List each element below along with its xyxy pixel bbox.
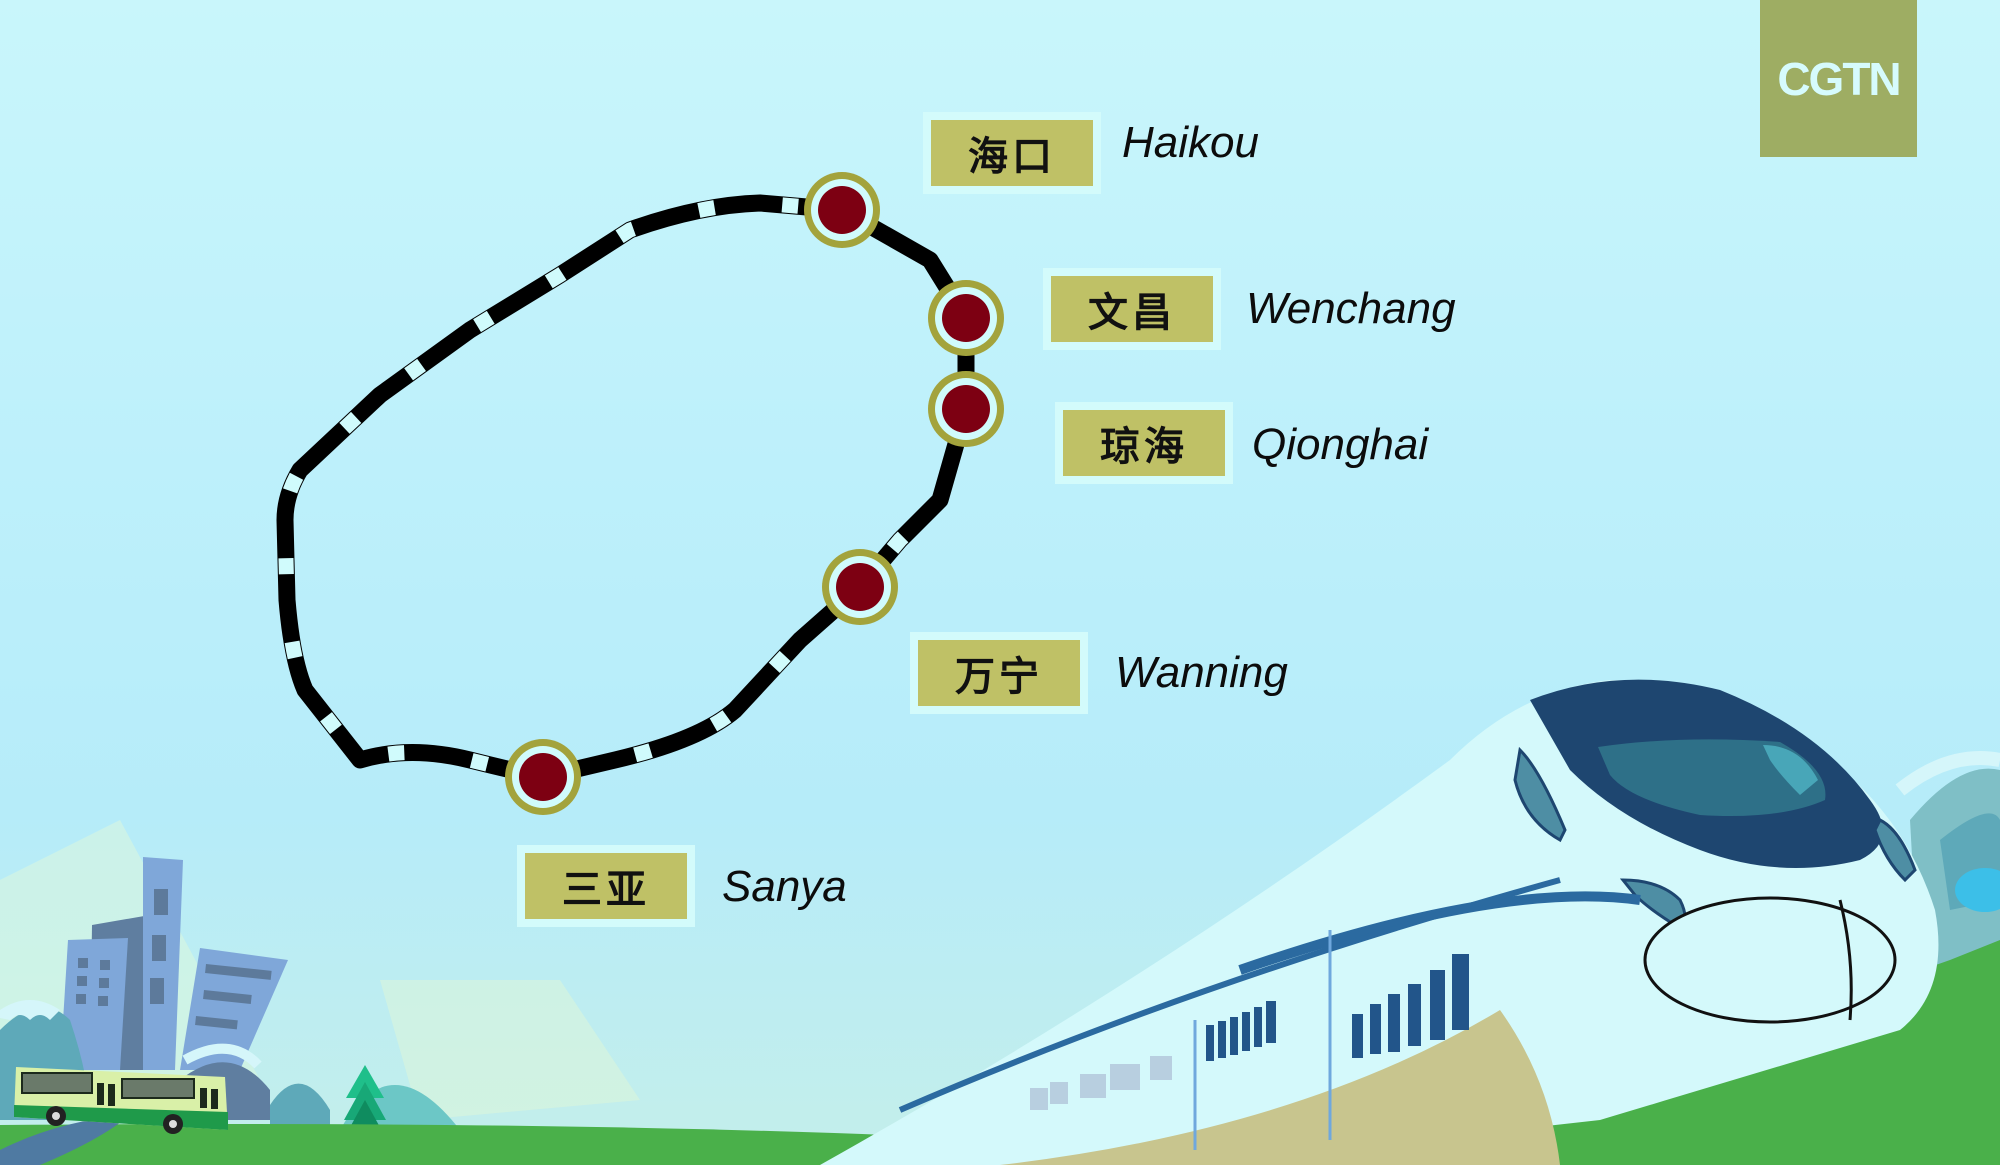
cgtn-logo: CGTN	[1760, 0, 1917, 157]
station-label-en-haikou: Haikou	[1122, 118, 1259, 167]
station-label-zh-wanning: 万宁	[910, 632, 1088, 714]
grass	[0, 1124, 1000, 1165]
bus-icon	[14, 1067, 228, 1134]
station-label-zh-haikou: 海口	[923, 112, 1101, 194]
station-marker-sanya[interactable]	[505, 739, 581, 815]
station-label-zh-wenchang: 文昌	[1043, 268, 1221, 350]
station-marker-haikou[interactable]	[804, 172, 880, 248]
city-skyline	[60, 857, 288, 1070]
station-label-en-wenchang: Wenchang	[1246, 284, 1456, 333]
station-marker-wanning[interactable]	[822, 549, 898, 625]
station-label-zh-sanya: 三亚	[517, 845, 695, 927]
station-label-en-sanya: Sanya	[722, 862, 847, 911]
station-marker-qionghai[interactable]	[928, 371, 1004, 447]
logo-text: CGTN	[1777, 52, 1901, 105]
station-label-en-qionghai: Qionghai	[1252, 420, 1429, 469]
station-label-zh-qionghai: 琼海	[1055, 402, 1233, 484]
railway-route-line	[276, 194, 975, 786]
high-speed-train	[820, 679, 1939, 1165]
station-label-en-wanning: Wanning	[1115, 648, 1288, 697]
station-marker-wenchang[interactable]	[928, 280, 1004, 356]
